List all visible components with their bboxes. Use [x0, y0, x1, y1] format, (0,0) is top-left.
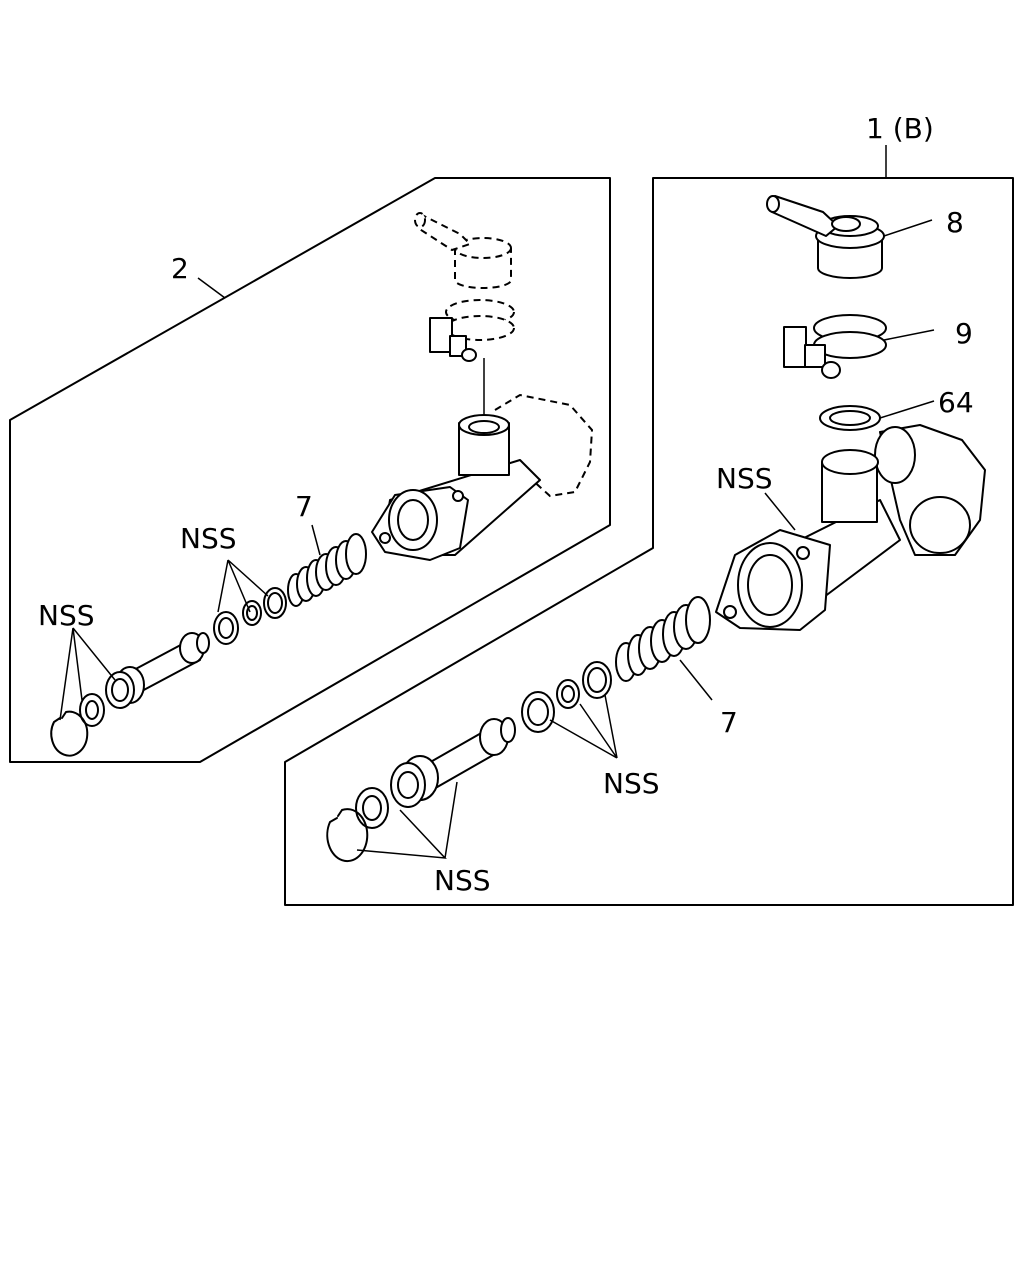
right-reservoir-cap — [766, 195, 885, 279]
left-leader-lines — [59, 277, 321, 721]
left-spring — [287, 533, 367, 607]
left-piston — [105, 632, 210, 709]
callout-nss-left-seals: NSS — [180, 522, 237, 555]
left-reservoir-cap — [414, 212, 512, 289]
callout-nss-right-seals: NSS — [603, 767, 660, 800]
right-hose-clamp — [783, 314, 887, 379]
assembly-2-group — [9, 177, 611, 763]
right-master-cylinder-body — [715, 424, 986, 631]
callout-part-8: 8 — [946, 206, 964, 239]
right-spring — [615, 596, 711, 682]
left-master-cylinder-body — [371, 393, 594, 561]
left-seal-set-upper — [213, 587, 287, 645]
assembly-1b-group — [284, 145, 1014, 906]
callout-part-64: 64 — [938, 386, 974, 419]
right-piston — [390, 717, 516, 808]
right-seal-set-upper — [521, 661, 612, 733]
assembly-2-frame — [9, 177, 611, 763]
callout-nss-right-piston: NSS — [434, 864, 491, 897]
callout-nss-right-body: NSS — [716, 462, 773, 495]
left-end-seal-and-clip — [50, 693, 105, 757]
assembly-1b-frame — [284, 177, 1014, 906]
callout-part-7-right: 7 — [720, 706, 738, 739]
right-leader-lines — [356, 219, 935, 859]
left-hose-clamp — [429, 299, 515, 362]
callout-part-7-left: 7 — [295, 490, 313, 523]
callout-assembly-1b: 1 (B) — [866, 112, 934, 145]
callout-labels: 1 (B) 2 8 9 64 7 7 NSS NSS NSS NSS NSS — [38, 112, 974, 897]
callout-nss-left-piston: NSS — [38, 599, 95, 632]
callout-assembly-2: 2 — [171, 252, 189, 285]
right-end-seal-and-clip — [326, 787, 389, 863]
callout-part-9: 9 — [955, 317, 973, 350]
